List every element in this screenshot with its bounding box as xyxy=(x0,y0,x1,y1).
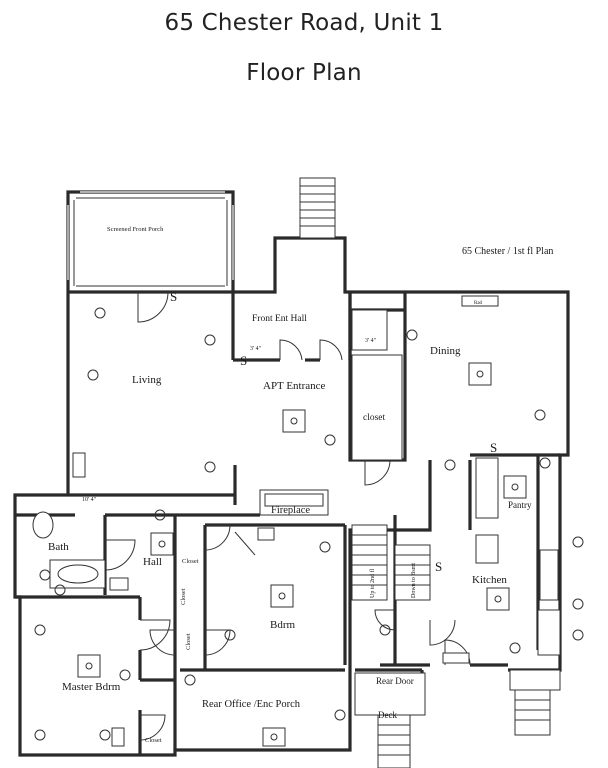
label-closet-main: closet xyxy=(363,413,386,423)
floor-plan-drawing: Screened Front Porch 65 Chester / 1st fl… xyxy=(13,177,584,768)
switch-dining: S xyxy=(490,440,497,455)
bath-fixtures xyxy=(32,511,106,589)
label-rear-door: Rear Door xyxy=(376,676,414,686)
porch-windows xyxy=(67,191,234,287)
label-rad-dining: Rad xyxy=(474,301,483,306)
door-swings xyxy=(104,291,471,741)
label-deck: Deck xyxy=(378,710,397,720)
label-stairs-up: Up to 2nd fl xyxy=(369,569,376,598)
label-rear-office: Rear Office /Enc Porch xyxy=(202,699,301,710)
label-stairs-down: Down to Bsmt xyxy=(411,563,417,598)
outlets xyxy=(34,307,584,741)
label-hall: Hall xyxy=(143,556,162,568)
radiators xyxy=(72,295,499,747)
page-title: 65 Chester Road, Unit 1 xyxy=(164,10,444,36)
label-pantry: Pantry xyxy=(508,500,532,510)
label-apt-entrance: APT Entrance xyxy=(263,380,326,392)
label-closet-b: Closet xyxy=(180,588,187,605)
label-dim-2: 10' 4" xyxy=(82,497,97,503)
label-bdrm: Bdrm xyxy=(270,619,296,631)
label-dim-3: 3' 4" xyxy=(250,346,262,352)
label-dim-1: 3' 4" xyxy=(365,338,377,344)
label-bath: Bath xyxy=(48,541,69,553)
label-dining: Dining xyxy=(430,345,461,357)
label-kitchen: Kitchen xyxy=(472,574,507,586)
label-closet-d: Closet xyxy=(145,737,162,744)
switch-living: S xyxy=(170,289,177,304)
switch-kitchen: S xyxy=(435,559,442,574)
entrance-closet xyxy=(351,309,403,461)
ceiling-lights xyxy=(77,362,527,747)
page-subtitle: Floor Plan xyxy=(246,60,362,86)
label-front-hall: Front Ent Hall xyxy=(252,314,307,324)
label-fireplace: Fireplace xyxy=(271,505,310,516)
label-porch: Screened Front Porch xyxy=(107,226,164,233)
rear-stairs xyxy=(354,669,561,768)
label-closet-c: Closet xyxy=(185,633,192,650)
kitchen-counters xyxy=(475,457,561,656)
label-master: Master Bdrm xyxy=(62,681,121,693)
front-steps xyxy=(299,177,336,239)
label-caption: 65 Chester / 1st fl Plan xyxy=(462,246,553,257)
interior-stairs xyxy=(351,524,431,601)
switch-entrance: S xyxy=(240,353,247,368)
fireplace-symbol xyxy=(259,489,329,516)
label-living: Living xyxy=(132,374,162,386)
label-closet-a: Closet xyxy=(182,558,199,565)
